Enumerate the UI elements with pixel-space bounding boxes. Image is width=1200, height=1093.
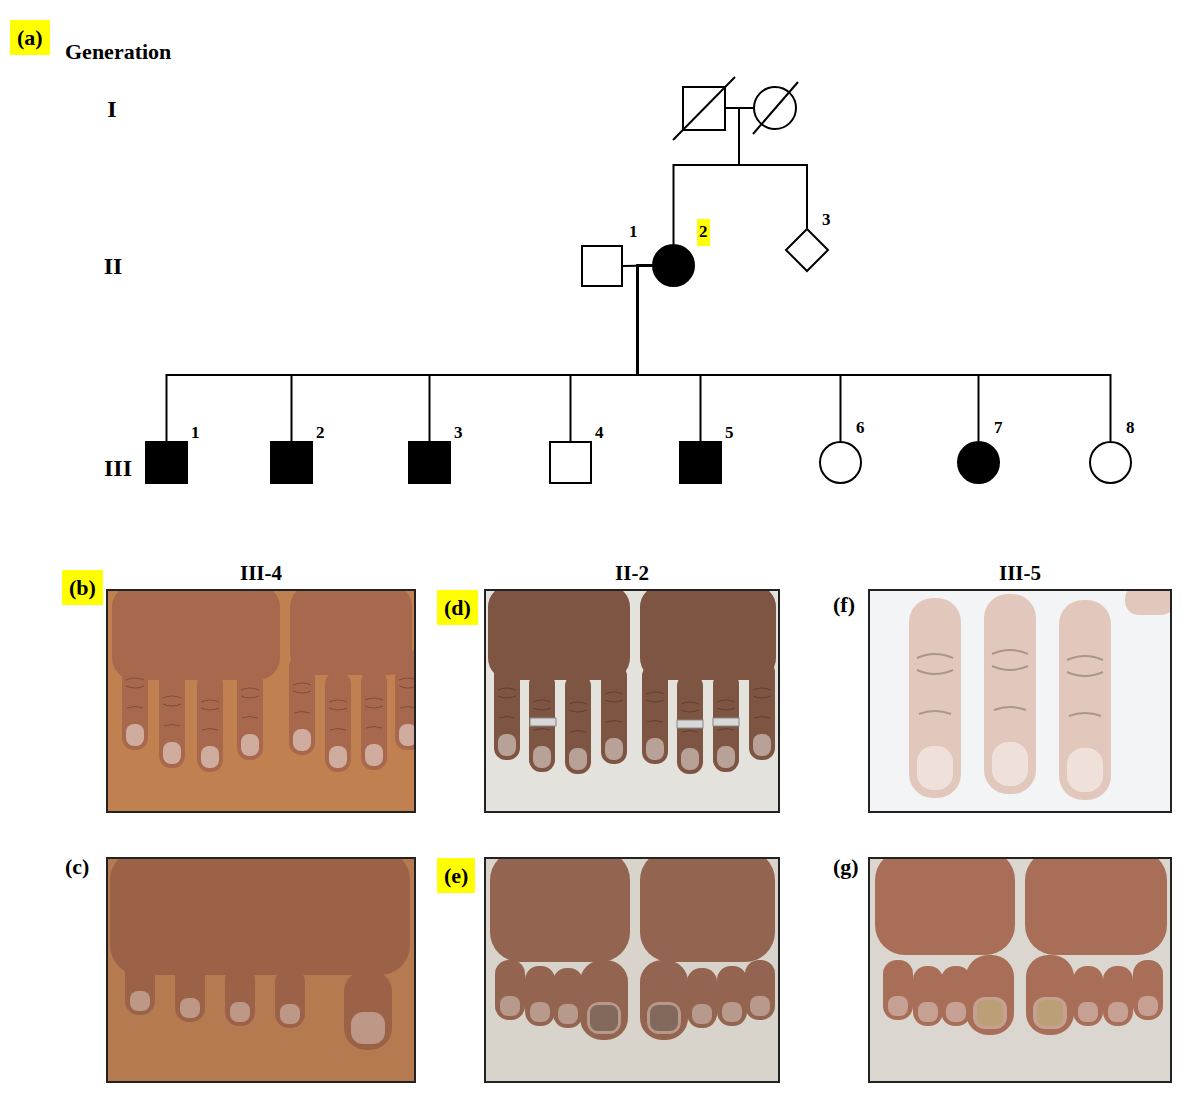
unknown-sex-symbol: 3	[785, 228, 829, 272]
descent-line	[167, 266, 653, 442]
male-symbol: 4	[549, 441, 592, 484]
symbol-outline	[652, 244, 695, 287]
hands-photo	[485, 590, 779, 812]
individual-number: 2	[697, 219, 710, 246]
diamond-shape	[786, 229, 828, 271]
panel-letter: (d)	[437, 590, 478, 625]
hands-photo	[869, 590, 1171, 812]
generation-one-couple	[673, 77, 798, 166]
square-shape	[146, 442, 187, 483]
feet-photo	[869, 858, 1171, 1082]
descent-line	[638, 266, 841, 442]
descent-line	[638, 266, 701, 442]
individual-number: 3	[822, 211, 831, 230]
individual-number: 2	[316, 424, 325, 443]
photo-frame	[107, 858, 415, 1082]
circle-shape	[958, 442, 999, 483]
individual-number: 5	[725, 424, 734, 443]
square-shape	[680, 442, 721, 483]
symbol-outline	[679, 441, 722, 484]
circle-shape	[820, 442, 861, 483]
individual-number: 7	[994, 419, 1003, 438]
individual-number: 1	[191, 424, 200, 443]
female-symbol: 2	[652, 244, 695, 287]
female-symbol: 8	[1089, 441, 1132, 484]
descent-line	[638, 266, 979, 442]
square-shape	[409, 442, 450, 483]
descent-line	[571, 266, 653, 442]
individual-number: 3	[454, 424, 463, 443]
symbol-outline	[957, 441, 1000, 484]
symbol-outline	[785, 228, 829, 272]
descent-line	[430, 266, 653, 442]
square-shape	[550, 442, 591, 483]
individual-id: II-2	[615, 561, 649, 585]
symbol-outline	[1089, 441, 1132, 484]
individual-number: 1	[629, 223, 638, 242]
individual-id: III-5	[999, 561, 1041, 585]
symbol-outline	[581, 245, 623, 287]
photo-frame	[485, 858, 779, 1082]
generation-number: III	[104, 455, 132, 483]
circle-shape	[1090, 442, 1131, 483]
male-symbol: 2	[270, 441, 313, 484]
male-symbol: 1	[145, 441, 188, 484]
symbol-outline	[408, 441, 451, 484]
symbol-outline	[270, 441, 313, 484]
male-symbol: 3	[408, 441, 451, 484]
symbol-outline	[145, 441, 188, 484]
hands-photo	[107, 590, 415, 812]
square-shape	[582, 246, 622, 286]
panel-letter: (a)	[10, 20, 50, 55]
generation-number: II	[104, 253, 123, 281]
photo-frame	[485, 590, 779, 812]
individual-number: 6	[856, 419, 865, 438]
panel-letter: (b)	[62, 570, 103, 605]
photo-frame	[107, 590, 415, 812]
descent-line	[292, 266, 653, 442]
individual-id: III-4	[240, 561, 282, 585]
panel-letter: (g)	[833, 854, 859, 879]
feet-photo	[485, 858, 779, 1082]
male-symbol: 5	[679, 441, 722, 484]
photo-frame	[869, 590, 1171, 812]
square-shape	[271, 442, 312, 483]
female-symbol: 7	[957, 441, 1000, 484]
feet-photo	[107, 858, 415, 1082]
panel-letter: (f)	[833, 592, 855, 617]
generation-number: I	[107, 96, 116, 124]
sibship-line	[674, 165, 808, 244]
descent-line	[638, 266, 1111, 442]
individual-number: 8	[1126, 419, 1135, 438]
female-symbol: 6	[819, 441, 862, 484]
panel-letter: (c)	[65, 854, 89, 879]
photo-frame	[869, 858, 1171, 1082]
panel-letter: (e)	[437, 858, 475, 893]
individual-number: 4	[595, 424, 604, 443]
circle-shape	[653, 245, 694, 286]
symbol-outline	[819, 441, 862, 484]
generation-heading: Generation	[65, 39, 171, 64]
male-symbol: 1	[581, 245, 623, 287]
symbol-outline	[549, 441, 592, 484]
